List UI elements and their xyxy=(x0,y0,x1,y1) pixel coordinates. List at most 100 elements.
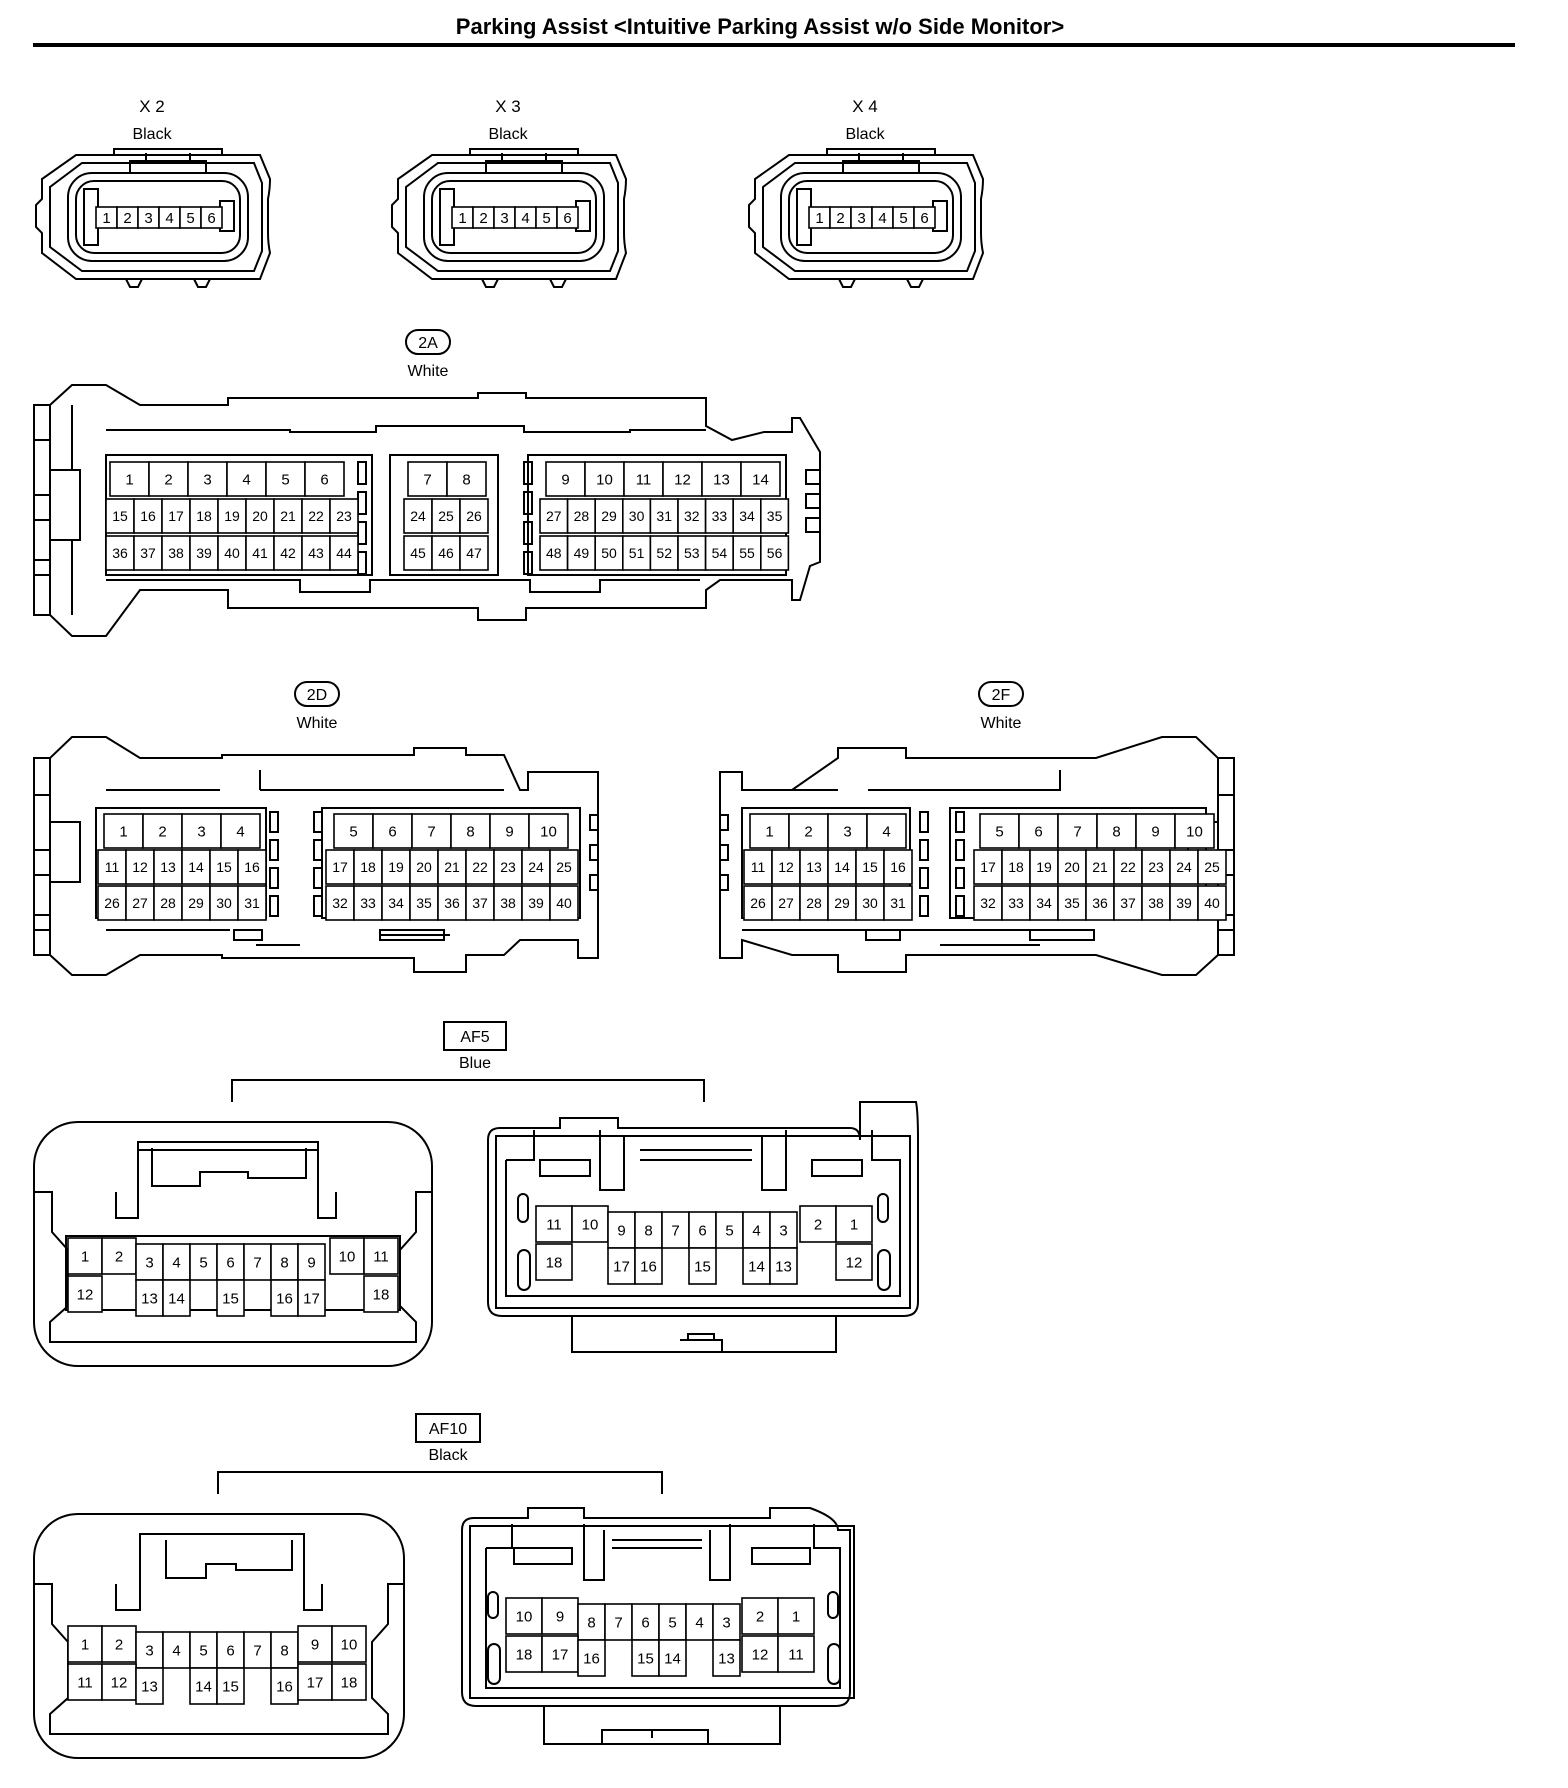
pin-number: 6 xyxy=(920,210,928,227)
pin-number: 29 xyxy=(601,508,617,524)
pin-cell xyxy=(1001,885,1031,921)
pin-number: 7 xyxy=(253,1254,261,1271)
pin-cell xyxy=(771,849,801,885)
pin-number: 2 xyxy=(814,1216,822,1233)
pin-cell xyxy=(535,1243,573,1281)
pin-cell xyxy=(411,813,452,849)
pin-number: 12 xyxy=(132,859,148,875)
pin-cell xyxy=(217,498,247,534)
pin-number: 3 xyxy=(197,823,205,840)
pin-cell xyxy=(604,1603,633,1641)
pin-number: 15 xyxy=(216,859,232,875)
pin-cell xyxy=(101,1625,137,1663)
pin-cell xyxy=(409,849,439,885)
pin-cell xyxy=(162,1279,191,1317)
pin-cell xyxy=(979,813,1020,849)
pin-cell xyxy=(353,849,383,885)
pin-number: 14 xyxy=(168,1290,185,1307)
pin-number: 1 xyxy=(850,1216,858,1233)
pin-cell xyxy=(329,498,359,534)
pin-number: 5 xyxy=(281,471,289,488)
pin-number: 35 xyxy=(416,895,432,911)
pin-number: 36 xyxy=(444,895,460,911)
pin-cell xyxy=(125,885,155,921)
pin-number: 8 xyxy=(587,1614,595,1631)
pin-number: 32 xyxy=(332,895,348,911)
pin-number: 7 xyxy=(1073,823,1081,840)
connector-x2-color: Black xyxy=(132,126,172,143)
pin-cell xyxy=(189,498,219,534)
pin-number: 23 xyxy=(500,859,516,875)
pin-cell xyxy=(301,498,331,534)
pin-number: 12 xyxy=(778,859,794,875)
connector-af5-left-housing xyxy=(33,1121,433,1367)
pin-number: 10 xyxy=(341,1636,358,1653)
pin-number: 7 xyxy=(671,1222,679,1239)
pin-cell xyxy=(712,1603,741,1641)
pin-cell xyxy=(541,1597,579,1635)
pin-cell xyxy=(329,1237,365,1275)
pin-number: 55 xyxy=(739,545,755,561)
pin-number: 1 xyxy=(815,210,823,227)
pin-number: 11 xyxy=(751,859,766,875)
pin-cell xyxy=(549,849,579,885)
pin-cell xyxy=(1029,885,1059,921)
pin-number: 14 xyxy=(834,859,850,875)
pin-number: 19 xyxy=(1036,859,1052,875)
pin-number: 33 xyxy=(712,508,728,524)
pin-cell xyxy=(827,813,868,849)
pin-cell xyxy=(649,535,679,571)
pin-cell xyxy=(835,1205,873,1243)
pin-number: 38 xyxy=(500,895,516,911)
pin-number: 39 xyxy=(196,545,212,561)
pin-cell xyxy=(381,849,411,885)
pin-number: 5 xyxy=(186,210,194,227)
pin-number: 28 xyxy=(160,895,176,911)
pin-cell xyxy=(297,1663,333,1701)
pin-number: 18 xyxy=(360,859,376,875)
pin-number: 23 xyxy=(336,508,352,524)
pin-cell xyxy=(1085,849,1115,885)
connector-af5-bracket xyxy=(231,1079,705,1102)
pin-cell xyxy=(459,498,489,534)
pin-cell xyxy=(539,498,569,534)
pin-number: 6 xyxy=(641,1614,649,1631)
pin-number: 4 xyxy=(752,1222,760,1239)
pin-cell xyxy=(97,885,127,921)
pin-cell xyxy=(539,535,569,571)
pin-number: 33 xyxy=(360,895,376,911)
pin-cell xyxy=(209,885,239,921)
pin-number: 10 xyxy=(540,823,557,840)
pin-number: 27 xyxy=(778,895,794,911)
pin-cell xyxy=(799,885,829,921)
pin-cell xyxy=(749,813,790,849)
connector-af5-right-housing xyxy=(487,1101,919,1353)
pin-number: 27 xyxy=(546,508,562,524)
pin-cell xyxy=(331,1625,367,1663)
pin-number: 16 xyxy=(276,1290,293,1307)
pin-cell xyxy=(712,1639,741,1677)
pin-number: 53 xyxy=(684,545,700,561)
pin-number: 18 xyxy=(196,508,212,524)
pin-cell xyxy=(446,461,487,497)
pin-cell xyxy=(521,885,551,921)
pin-number: 28 xyxy=(806,895,822,911)
pin-cell xyxy=(245,535,275,571)
pin-number: 18 xyxy=(516,1646,533,1663)
pin-cell xyxy=(1197,885,1227,921)
pin-number: 21 xyxy=(444,859,460,875)
pin-cell xyxy=(594,535,624,571)
pin-number: 32 xyxy=(684,508,700,524)
pin-number: 12 xyxy=(846,1254,863,1271)
pin-number: 41 xyxy=(252,545,268,561)
pin-cell xyxy=(685,1603,714,1641)
pin-cell xyxy=(67,1237,103,1275)
pin-cell xyxy=(658,1639,687,1677)
connector-x4-color: Black xyxy=(845,126,885,143)
connector-2d-housing xyxy=(33,736,599,976)
pin-number: 5 xyxy=(199,1254,207,1271)
pin-number: 6 xyxy=(388,823,396,840)
pin-number: 25 xyxy=(438,508,454,524)
